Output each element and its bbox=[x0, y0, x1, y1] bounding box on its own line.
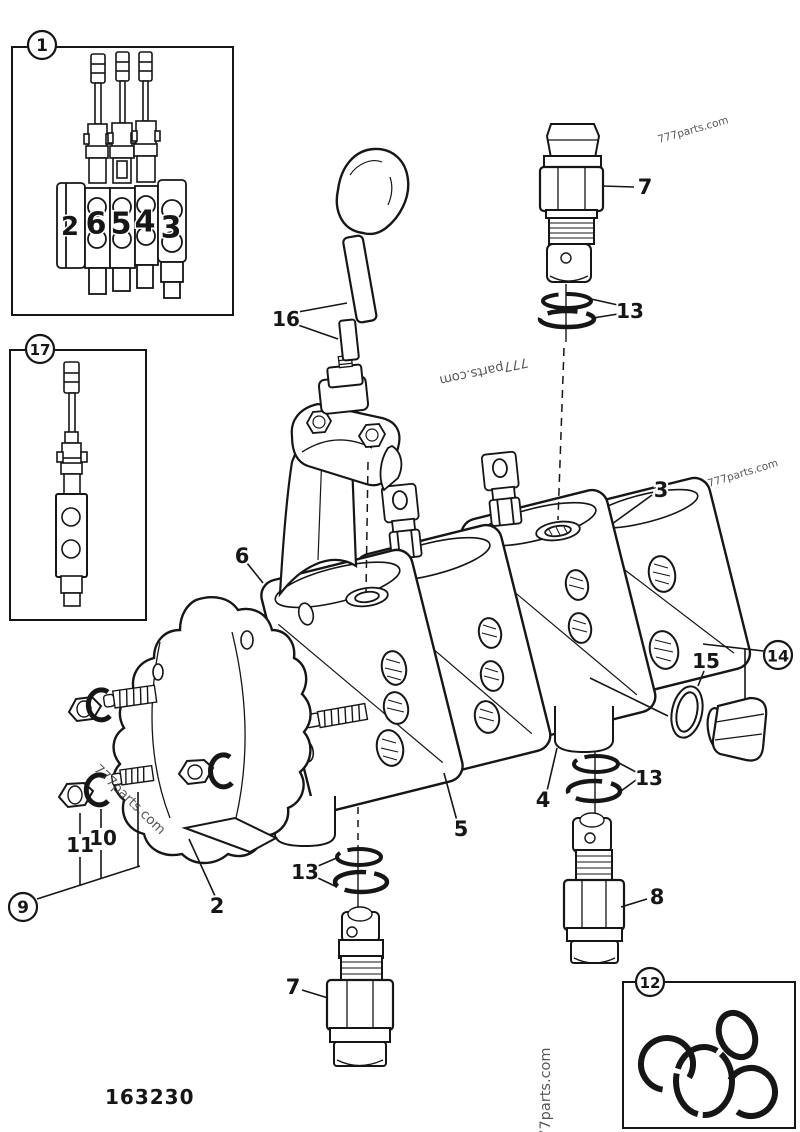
callout-17-label: 17 bbox=[30, 341, 51, 359]
washer-lower bbox=[83, 772, 110, 808]
port-top-6 bbox=[345, 586, 389, 608]
drawing-number: 163230 bbox=[105, 1085, 195, 1109]
watermark-top-right: 777parts.com bbox=[657, 114, 730, 146]
callout-13-lower-label: 13 bbox=[291, 860, 319, 884]
watermark-bottom-vertical: 777parts.com bbox=[538, 1047, 554, 1132]
o-ring-rear-1 bbox=[572, 754, 620, 774]
callout-14-label: 14 bbox=[767, 647, 789, 666]
seal-ring-15-drawing bbox=[670, 685, 704, 739]
o-ring-upper-1 bbox=[541, 292, 593, 310]
callout-5-label: 5 bbox=[454, 817, 469, 841]
callout-13-rear-label: 13 bbox=[635, 766, 663, 790]
callout-11-label: 11 bbox=[66, 833, 94, 857]
callout-circle-1 bbox=[26, 29, 58, 61]
callout-3-label: 3 bbox=[654, 478, 669, 502]
callout-7-lower-label: 7 bbox=[286, 975, 301, 999]
valve-section-6-drawing bbox=[260, 548, 464, 813]
o-ring-rear-2 bbox=[565, 778, 623, 804]
watermark-mid-right: 777parts.com bbox=[706, 457, 779, 490]
inset-section-label-5: 5 bbox=[111, 207, 132, 242]
callout-4-label: 4 bbox=[536, 788, 551, 812]
callout-15-label: 15 bbox=[692, 649, 720, 673]
inset-section-label-2: 2 bbox=[61, 212, 79, 242]
bracket-bolt-1 bbox=[305, 410, 333, 434]
stud-lower bbox=[110, 764, 155, 786]
washer-upper bbox=[85, 687, 112, 723]
spool-cap-5 bbox=[380, 482, 423, 560]
stud-upper bbox=[102, 684, 158, 709]
callout-16-label: 16 bbox=[272, 307, 300, 331]
callout-13-upper-label: 13 bbox=[616, 299, 644, 323]
callout-6-label: 6 bbox=[235, 544, 250, 568]
lever-axis-line bbox=[365, 461, 369, 594]
inset-spool-detail: 17 bbox=[9, 333, 147, 621]
callout-12-label: 12 bbox=[640, 974, 661, 992]
plug-14-drawing bbox=[706, 696, 768, 762]
relief-valve-upper-drawing bbox=[537, 123, 605, 521]
relief-valve-lower-drawing bbox=[325, 807, 395, 1067]
callout-7-upper-label: 7 bbox=[638, 175, 653, 199]
section-4-bottom-boss bbox=[554, 706, 614, 754]
callout-10-label: 10 bbox=[89, 826, 117, 850]
inset-seal-kit: 12 bbox=[622, 966, 796, 1129]
inset-section-label-4: 4 bbox=[135, 205, 156, 240]
spool-cap-4 bbox=[480, 450, 523, 527]
callout-circle-14: 14 bbox=[762, 639, 794, 671]
callout-circle-12 bbox=[634, 966, 666, 998]
inset-valve-bank bbox=[56, 179, 187, 299]
port-top-4 bbox=[535, 520, 581, 542]
callout-circle-17 bbox=[24, 333, 56, 365]
inset-section-label-3: 3 bbox=[161, 211, 182, 246]
callout-2-label: 2 bbox=[210, 894, 225, 918]
inset-section-label-6: 6 bbox=[86, 207, 107, 242]
relief-valve-rear-drawing bbox=[562, 752, 626, 964]
seal-kit-rings bbox=[638, 1009, 778, 1119]
callout-9-label: 9 bbox=[17, 898, 29, 918]
callout-1-label: 1 bbox=[36, 36, 48, 56]
inset-assembled-view: 2 6 5 4 3 1 bbox=[11, 29, 234, 316]
inset-levers bbox=[83, 51, 161, 184]
o-ring-lower-1 bbox=[335, 847, 383, 867]
leader-lines bbox=[36, 185, 765, 999]
o-ring-lower-2 bbox=[332, 869, 390, 895]
control-lever-assembly bbox=[278, 147, 410, 598]
callout-circle-9: 9 bbox=[7, 891, 39, 923]
mounting-hardware bbox=[57, 684, 158, 809]
callout-8-label: 8 bbox=[650, 885, 665, 909]
lever-knob bbox=[335, 147, 410, 236]
o-ring-upper-2 bbox=[537, 308, 597, 330]
watermark-center-flipped: 777parts.com bbox=[438, 354, 529, 387]
bracket-bolt-2 bbox=[357, 423, 387, 448]
